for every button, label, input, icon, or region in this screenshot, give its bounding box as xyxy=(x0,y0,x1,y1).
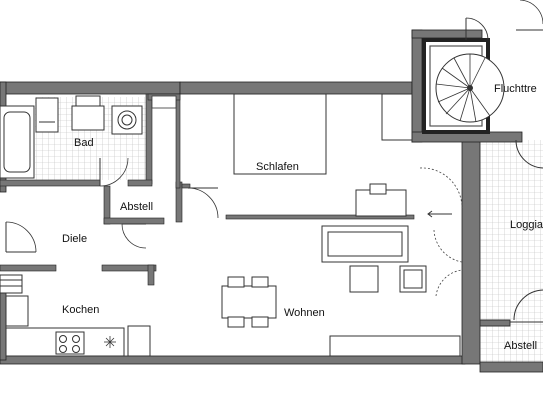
label-loggia: Loggia xyxy=(510,219,543,231)
wall-stair-outer-top xyxy=(411,29,483,39)
label-abstell-loggia: Abstell xyxy=(504,340,537,352)
wall-bath-bottom-right xyxy=(127,179,153,187)
wall-bedroom-left xyxy=(175,93,181,189)
loggia-windows xyxy=(419,167,463,297)
loggia-outer-door-arc xyxy=(515,139,543,169)
wall-bedroom-bottom-b xyxy=(181,183,191,189)
kitchen-window-stripes xyxy=(0,279,22,287)
dining-chair-2 xyxy=(251,276,269,288)
loggia-door-arc-lower xyxy=(433,229,463,263)
kitchen-fridge xyxy=(0,274,23,294)
bath-door-leaf xyxy=(75,95,101,107)
sofa-seat xyxy=(327,231,403,257)
living-room-furniture xyxy=(221,225,461,357)
label-schlafen: Schlafen xyxy=(256,161,299,173)
double-bed xyxy=(233,93,327,175)
label-fluchttreppe: Fluchttre xyxy=(494,83,537,95)
bath-door-arc xyxy=(99,157,129,187)
sliding-door-arrow xyxy=(427,210,452,218)
abstell-door-arc xyxy=(121,223,147,249)
armchair-b-inner xyxy=(403,269,423,289)
wall-right-lower xyxy=(461,139,481,365)
label-diele: Diele xyxy=(62,233,87,245)
dining-table xyxy=(221,285,277,319)
bedroom-chair xyxy=(369,183,387,195)
label-wohnen: Wohnen xyxy=(284,307,325,319)
loggia-abstell-door-arc xyxy=(513,289,543,321)
wall-diele-kitchen-a xyxy=(0,264,57,272)
label-bad: Bad xyxy=(74,137,94,149)
wall-loggia-bottom xyxy=(479,361,543,373)
wall-bottom xyxy=(0,355,466,365)
wall-kitchen-right xyxy=(147,264,155,286)
kitchen-cabinet-right xyxy=(127,325,151,357)
bath-towel-shelf xyxy=(35,97,59,133)
wall-top-mid xyxy=(179,81,413,95)
loggia-door-arc-mid xyxy=(435,269,463,297)
interior-walls xyxy=(0,93,415,286)
kitchen-tall-unit xyxy=(5,295,29,327)
bedroom-furniture xyxy=(151,93,413,217)
wall-bedroom-bottom-a xyxy=(225,214,415,220)
loggia-abstell-wall xyxy=(479,319,511,327)
dining-chair-4 xyxy=(251,316,269,328)
label-kochen: Kochen xyxy=(62,304,99,316)
wardrobe-left xyxy=(151,95,177,109)
spiral-staircase xyxy=(422,38,505,134)
loggia-door-arc-upper xyxy=(419,167,463,209)
label-abstell-inner: Abstell xyxy=(120,201,153,213)
wall-abstell-bottom xyxy=(103,217,165,225)
wall-bath-bottom-left xyxy=(0,179,101,187)
stair-door-arc xyxy=(465,17,489,41)
wardrobe xyxy=(381,93,413,141)
armchair-a xyxy=(349,265,379,293)
bathtub-inner xyxy=(3,111,31,173)
wall-kitchen-left xyxy=(0,284,7,361)
wall-diele-kitchen-b xyxy=(101,264,157,272)
wall-stair-outer-left xyxy=(411,29,423,143)
bedroom-door-arc xyxy=(187,187,219,219)
loggia-tile-floor xyxy=(480,140,543,362)
dining-chair-3 xyxy=(227,316,245,328)
dining-chair-1 xyxy=(227,276,245,288)
sideboard xyxy=(329,335,461,357)
stair-door-arc-2 xyxy=(519,0,543,24)
kitchen-sink-star-icon xyxy=(104,336,116,348)
bath-cabinet xyxy=(71,105,105,131)
bath-fixtures xyxy=(0,95,143,179)
kitchen-counter xyxy=(0,274,151,357)
entrance-door-arc xyxy=(5,221,37,253)
wall-bath-right xyxy=(145,93,153,185)
wall-top-left xyxy=(0,81,181,95)
